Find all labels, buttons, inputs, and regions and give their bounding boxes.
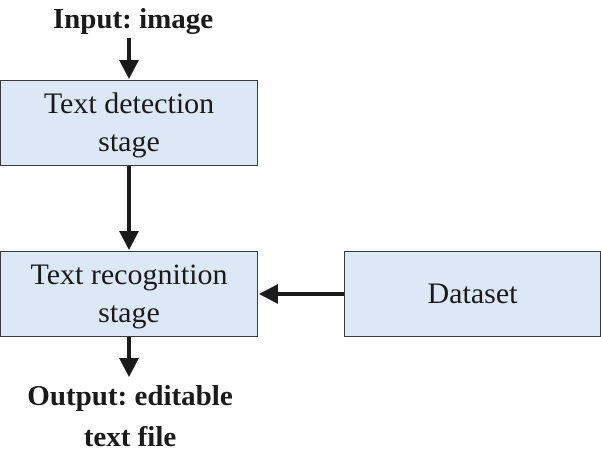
text-detection-stage-line2: stage [98,125,160,158]
arrowhead-input-to-detection [119,60,139,79]
text-recognition-stage-line1: Text recognition [30,258,228,291]
output-label: Output: editable text file [0,376,260,458]
text-recognition-stage-box: Text recognition stage [0,251,258,337]
arrowhead-detection-to-recognition [119,231,139,250]
arrowhead-recognition-to-output [119,358,139,377]
text-detection-stage-line1: Text detection [43,87,215,120]
input-label: Input: image [52,3,214,35]
text-recognition-stage-line2: stage [98,296,160,329]
output-label-line1: Output: editable [27,380,233,412]
arrowhead-dataset-to-recognition [259,284,278,304]
dataset-box: Dataset [344,251,601,337]
text-detection-stage-box: Text detection stage [0,80,258,166]
output-label-line2: text file [83,421,177,453]
dataset-label: Dataset [427,277,518,310]
